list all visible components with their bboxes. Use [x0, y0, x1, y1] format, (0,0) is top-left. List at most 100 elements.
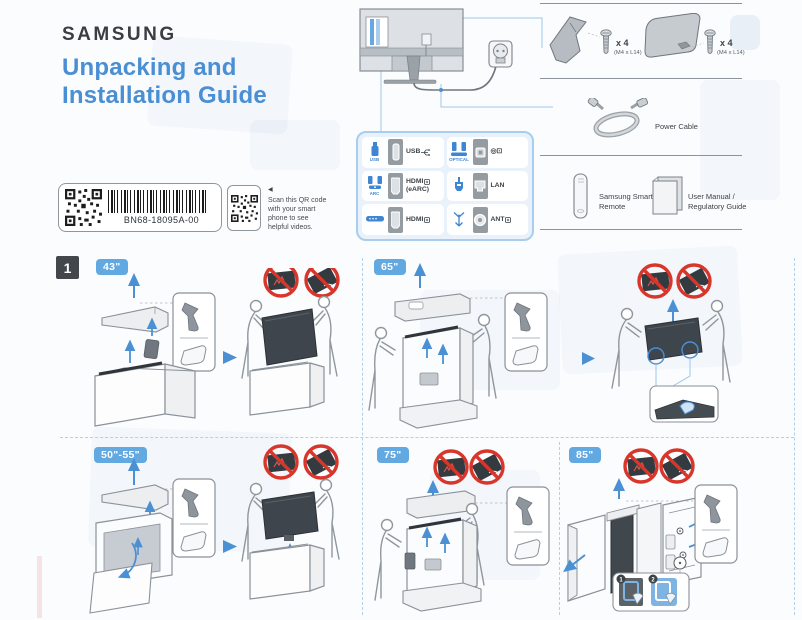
header: SAMSUNG Unpacking and Installation Guide — [62, 24, 267, 110]
stand-parts-inset — [172, 478, 216, 558]
port-cell-lan: LAN — [446, 170, 528, 202]
device-caption: ARC — [369, 190, 380, 196]
accessory-pack — [143, 339, 160, 360]
paper-showthrough — [700, 80, 780, 200]
callout-step-2: 2 — [651, 578, 655, 584]
panel-divider — [794, 258, 795, 615]
next-step-arrow — [223, 540, 237, 553]
latch — [665, 534, 676, 550]
stand-parts-inset — [506, 486, 550, 566]
tv-panel — [261, 308, 318, 366]
screw-icon — [600, 29, 612, 54]
stand-parts-and-screws — [549, 13, 716, 64]
usb-port — [388, 139, 403, 166]
no-press-screen-icon — [623, 448, 659, 484]
power-cord — [413, 65, 497, 91]
lan-port — [472, 172, 488, 199]
no-tilt-panel-icon — [304, 268, 340, 298]
foam-top — [101, 484, 169, 511]
foam-top — [394, 293, 471, 322]
panel-divider — [559, 442, 560, 615]
no-press-screen-icon — [637, 263, 673, 299]
stand-base — [383, 79, 437, 84]
usb-symbol-icon — [421, 148, 431, 156]
no-press-screen-icon — [433, 449, 469, 485]
no-tilt-panel-icon — [469, 449, 505, 485]
next-step-arrow — [223, 351, 237, 364]
power-cable-icon — [587, 98, 649, 138]
stand-parts-inset — [172, 292, 216, 372]
step-number-badge: 1 — [56, 256, 79, 279]
next-step-arrow — [582, 352, 595, 365]
port-label-2: (eARC) — [406, 185, 430, 193]
usb-stick-icon — [371, 142, 378, 157]
foam-top — [101, 306, 169, 333]
divider — [540, 229, 742, 230]
divider — [540, 155, 742, 156]
stand-neck-part — [549, 16, 587, 64]
no-press-screen-icon — [263, 268, 299, 298]
port-cell-optical: OPTICAL ◎⊡ — [446, 137, 528, 168]
qr-code-icon — [65, 189, 102, 226]
two-person-lift — [241, 295, 338, 379]
optical-port — [472, 139, 488, 166]
port-label: ANT — [490, 215, 505, 223]
power-inlet — [421, 33, 432, 46]
unpack-illustration-75 — [374, 449, 550, 612]
stand-parts-inset — [694, 484, 738, 564]
no-press-screen-icon — [263, 444, 299, 480]
product-label: BN68-18095A-00 — [58, 183, 222, 232]
page-title: Unpacking and Installation Guide — [62, 54, 267, 110]
arc-speakers-icon — [367, 175, 382, 189]
ant-port — [472, 206, 488, 233]
user-manual-icon — [652, 176, 683, 215]
port-cell-hdmi: HDMI — [362, 204, 444, 235]
accessory-pack — [404, 552, 416, 570]
unpack-illustration-43 — [94, 268, 340, 427]
divider — [540, 78, 742, 79]
screw-icon — [704, 29, 716, 54]
port-tag-icon — [424, 216, 431, 223]
two-person-lift — [241, 478, 340, 562]
divider — [540, 3, 742, 4]
panel-divider — [362, 258, 363, 615]
no-tilt-panel-icon — [676, 263, 712, 299]
stand-base-part — [644, 13, 701, 58]
tv-panel — [644, 317, 703, 361]
hdmi-port — [388, 172, 403, 199]
remote-control-icon — [573, 173, 588, 219]
port-label: ◎⊡ — [490, 148, 503, 156]
optical-speakers-icon — [451, 142, 467, 157]
hand-grip-detail — [679, 401, 695, 415]
two-person-carry — [611, 299, 731, 389]
port-cell-ant: ANT — [446, 204, 528, 235]
stand-parts-inset — [504, 292, 548, 372]
size-badge-75: 75" — [377, 447, 409, 463]
tv-rear-connection-diagram — [359, 8, 553, 131]
qr-note: ◀ Scan this QR code with your smart phon… — [268, 186, 348, 232]
part-number: BN68-18095A-00 — [123, 215, 200, 225]
paper-showthrough — [250, 120, 340, 170]
screw-size: (M4 x L14) — [717, 50, 745, 56]
screw-qty: x 4 — [616, 38, 629, 48]
no-tilt-panel-icon — [303, 444, 339, 480]
screw-size: (M4 x L14) — [614, 50, 642, 56]
barcode — [108, 190, 208, 213]
ports-legend-panel: USB USB OPTICAL — [356, 131, 534, 241]
title-line-2: Installation Guide — [62, 82, 267, 109]
port-tag-icon — [505, 216, 512, 223]
screw-qty: x 4 — [720, 38, 733, 48]
antenna-icon — [453, 211, 465, 227]
remote-label: Samsung Smart Remote — [599, 192, 653, 211]
unpack-illustration-85: 1 2 — [563, 448, 738, 612]
box-frame — [662, 496, 702, 586]
no-tilt-panel-icon — [659, 448, 695, 484]
two-person-lift — [368, 313, 497, 411]
size-badge-65: 65" — [374, 259, 406, 275]
qr-code-box — [227, 185, 261, 231]
samsung-logo: SAMSUNG — [62, 24, 177, 45]
hdmi-cable-plug-icon — [455, 177, 463, 192]
panel-divider — [60, 437, 794, 438]
two-person-lift — [374, 502, 485, 601]
